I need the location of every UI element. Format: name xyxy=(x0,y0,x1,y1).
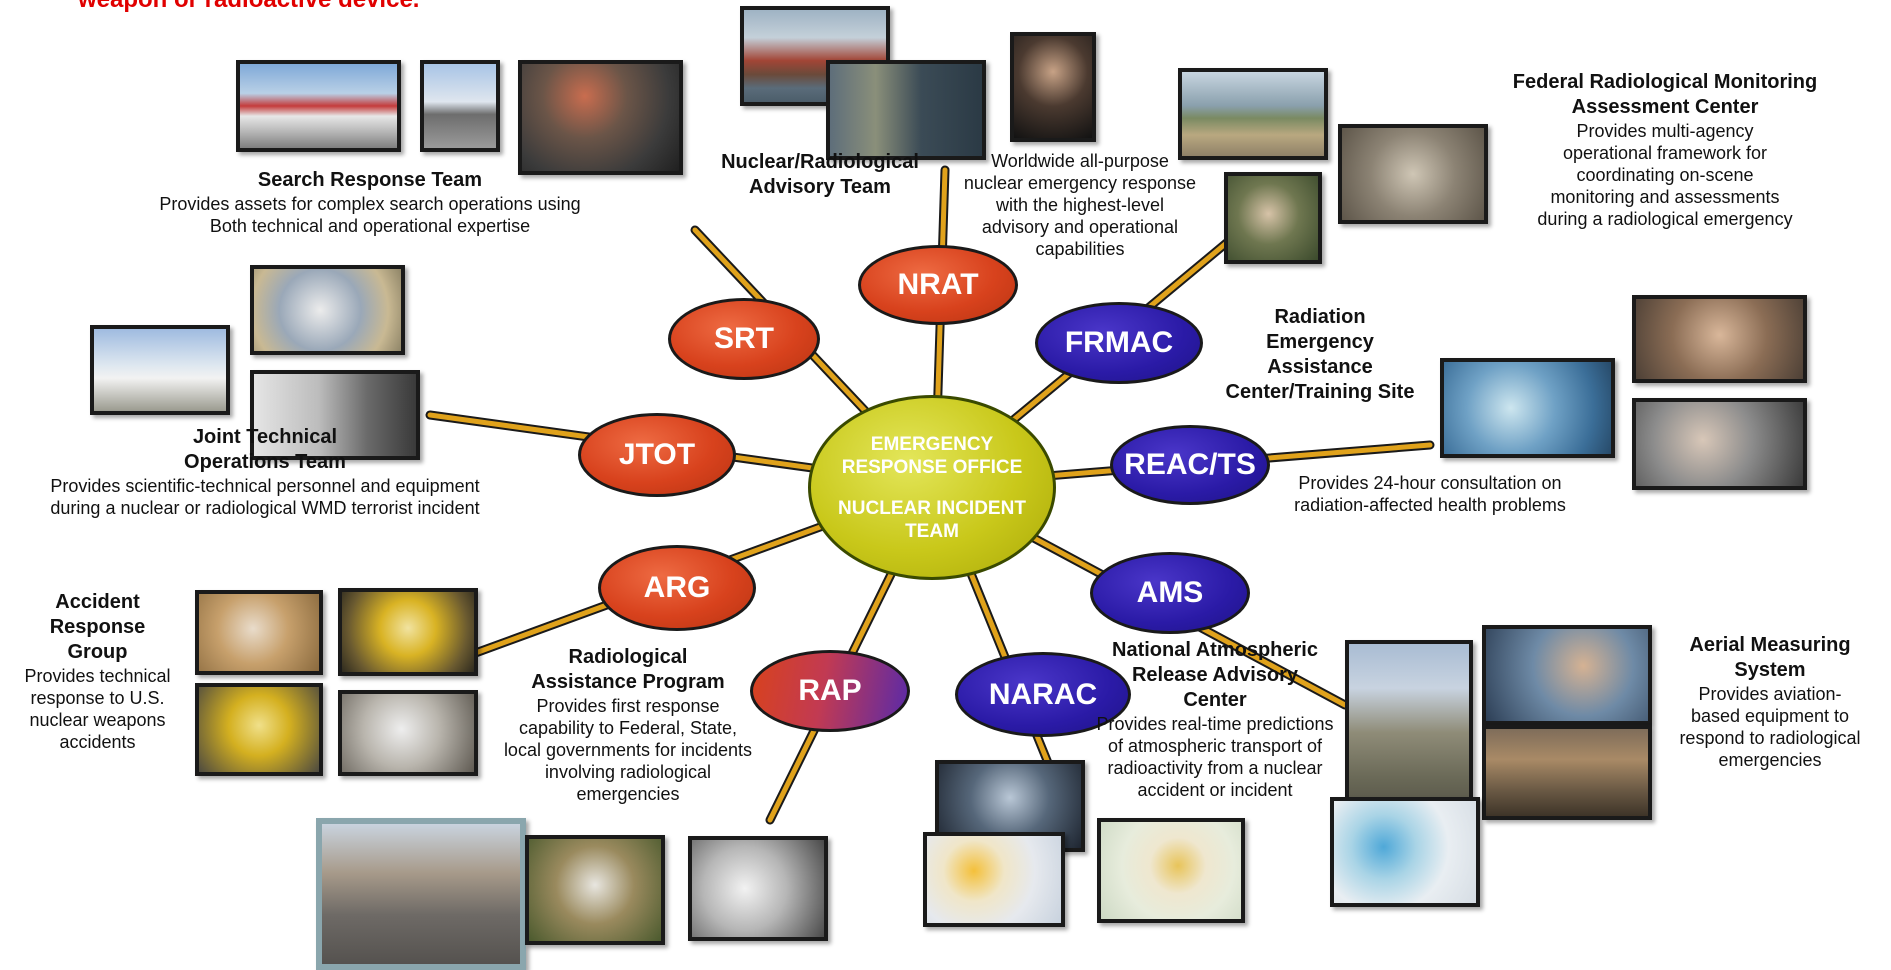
arg-photo-suits3 xyxy=(195,683,323,776)
jtot-photo-equipment xyxy=(250,370,420,460)
center-node[interactable]: EMERGENCY RESPONSE OFFICE NUCLEAR INCIDE… xyxy=(808,395,1056,580)
center-line-3: NUCLEAR INCIDENT xyxy=(838,497,1026,519)
ams-description: Provides aviation- based equipment to re… xyxy=(1679,684,1861,770)
frmac-text: Federal Radiological Monitoring Assessme… xyxy=(1470,70,1860,230)
frmac-description: Provides multi-agency operational framew… xyxy=(1537,121,1793,229)
arg-photo-lab xyxy=(338,690,478,776)
nrat-title-block: Nuclear/Radiological Advisory Team xyxy=(690,150,950,200)
frmac-title: Federal Radiological Monitoring Assessme… xyxy=(1512,71,1818,118)
headline-text: weapon or radioactive device. xyxy=(78,0,419,14)
nrat-photo-operator xyxy=(1010,32,1096,142)
reac-description-block: Provides 24-hour consultation on radiati… xyxy=(1260,472,1600,516)
srt-description: Provides assets for complex search opera… xyxy=(159,194,581,236)
reac-photo-classroom xyxy=(1632,295,1807,383)
jtot-description: Provides scientific-technical personnel … xyxy=(50,476,480,518)
arg-description: Provides technical response to U.S. nucl… xyxy=(24,666,171,752)
rap-photo-vehicle xyxy=(688,836,828,941)
jtot-photo-dish xyxy=(250,265,405,355)
node-arg[interactable]: ARG xyxy=(598,545,756,631)
srt-photo-tower xyxy=(420,60,500,152)
reac-photo-hospital xyxy=(1440,358,1615,458)
ams-title: Aerial Measuring System xyxy=(1689,634,1851,681)
narac-text: National Atmospheric Release Advisory Ce… xyxy=(1075,638,1355,801)
narac-photo-map2 xyxy=(1097,818,1245,923)
arg-photo-suits1 xyxy=(195,590,323,675)
ams-photo-aircraft xyxy=(1482,725,1652,820)
ams-photo-map xyxy=(1330,797,1480,907)
rap-description: Provides first response capability to Fe… xyxy=(503,696,753,804)
nrat-description: Worldwide all-purpose nuclear emergency … xyxy=(963,151,1197,259)
node-srt[interactable]: SRT xyxy=(668,298,820,380)
rap-title: Radiological Assistance Program xyxy=(531,646,725,693)
frmac-photo-meeting xyxy=(1338,124,1488,224)
rap-text: Radiological Assistance Program Provides… xyxy=(478,645,778,805)
srt-title: Search Response Team xyxy=(257,169,483,191)
center-line-1: EMERGENCY xyxy=(870,433,994,455)
reac-photo-lab xyxy=(1632,398,1807,490)
reac-title-block: Radiation Emergency Assistance Center/Tr… xyxy=(1205,305,1435,405)
reac-title: Radiation Emergency Assistance Center/Tr… xyxy=(1225,306,1415,403)
rap-photo-street xyxy=(316,818,526,970)
ams-text: Aerial Measuring System Provides aviatio… xyxy=(1655,633,1885,771)
node-reac[interactable]: REAC/TS xyxy=(1110,425,1270,505)
node-rap[interactable]: RAP xyxy=(750,650,910,732)
srt-text: Search Response Team Provides assets for… xyxy=(115,168,625,237)
center-line-4: TEAM xyxy=(905,520,959,542)
rap-photo-soil xyxy=(525,835,665,945)
narac-photo-map1 xyxy=(923,832,1065,927)
jtot-title: Joint Technical Operations Team xyxy=(184,426,346,473)
arg-text: Accident Response Group Provides technic… xyxy=(5,590,190,753)
arg-photo-suits2 xyxy=(338,588,478,676)
reac-description: Provides 24-hour consultation on radiati… xyxy=(1294,473,1566,515)
nrat-photo-containers xyxy=(826,60,986,160)
narac-description: Provides real-time predictions of atmosp… xyxy=(1096,714,1334,800)
center-line-2: RESPONSE OFFICE xyxy=(841,456,1023,478)
frmac-photo-river xyxy=(1178,68,1328,160)
arg-title: Accident Response Group xyxy=(49,591,146,663)
nrat-description-block: Worldwide all-purpose nuclear emergency … xyxy=(945,150,1215,260)
node-frmac[interactable]: FRMAC xyxy=(1035,302,1203,384)
ams-photo-cockpit xyxy=(1482,625,1652,725)
frmac-photo-field xyxy=(1224,172,1322,264)
jtot-photo-trailer xyxy=(90,325,230,415)
node-ams[interactable]: AMS xyxy=(1090,552,1250,634)
node-jtot[interactable]: JTOT xyxy=(578,413,736,497)
nrat-title: Nuclear/Radiological Advisory Team xyxy=(721,151,919,198)
srt-photo-vehicle xyxy=(518,60,683,175)
srt-photo-stadium xyxy=(236,60,401,152)
node-nrat[interactable]: NRAT xyxy=(858,245,1018,325)
narac-title: National Atmospheric Release Advisory Ce… xyxy=(1112,639,1318,711)
jtot-text: Joint Technical Operations Team Provides… xyxy=(0,425,530,519)
node-narac[interactable]: NARAC xyxy=(955,652,1131,737)
